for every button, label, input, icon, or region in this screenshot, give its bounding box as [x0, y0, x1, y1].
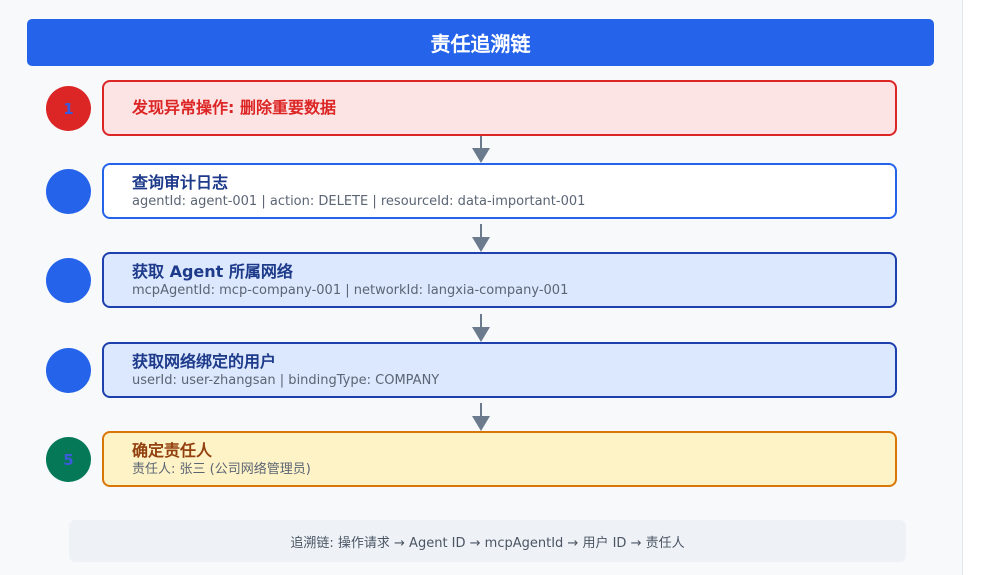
- connector-4-5: [480, 403, 482, 417]
- connector-3-4: [480, 314, 482, 328]
- arrow-1-2: [472, 148, 490, 163]
- step-4-number-circle: [46, 348, 91, 393]
- connector-1-2: [480, 135, 482, 149]
- connector-2-3: [480, 224, 482, 238]
- trace-chain-summary: 追溯链: 操作请求 → Agent ID → mcpAgentId → 用户 I…: [69, 520, 906, 562]
- step-title: 获取网络绑定的用户: [132, 351, 277, 371]
- step-detail: agentId: agent-001 | action: DELETE | re…: [132, 193, 586, 209]
- step-number: 1: [63, 99, 74, 118]
- step-detail: mcpAgentId: mcp-company-001 | networkId:…: [132, 282, 569, 298]
- step-title: 确定责任人: [132, 440, 213, 460]
- step-5-box: 确定责任人 责任人: 张三 (公司网络管理员): [102, 431, 897, 487]
- arrow-4-5: [472, 416, 490, 431]
- arrow-2-3: [472, 237, 490, 252]
- step-2-number-circle: [46, 169, 91, 214]
- step-title: 发现异常操作: 删除重要数据: [132, 98, 336, 117]
- step-1-box: 发现异常操作: 删除重要数据: [102, 80, 897, 136]
- step-4-box: 获取网络绑定的用户 userId: user-zhangsan | bindin…: [102, 342, 897, 398]
- diagram-panel: 责任追溯链 1 发现异常操作: 删除重要数据 查询审计日志 agentId: a…: [27, 0, 963, 575]
- step-5-number-circle: 5: [46, 437, 91, 482]
- step-title: 查询审计日志: [132, 172, 229, 192]
- step-title: 获取 Agent 所属网络: [132, 261, 293, 281]
- step-number: 5: [63, 450, 74, 469]
- step-3-number-circle: [46, 258, 91, 303]
- step-3-box: 获取 Agent 所属网络 mcpAgentId: mcp-company-00…: [102, 252, 897, 308]
- step-2-box: 查询审计日志 agentId: agent-001 | action: DELE…: [102, 163, 897, 219]
- step-detail: userId: user-zhangsan | bindingType: COM…: [132, 372, 440, 388]
- diagram-title: 责任追溯链: [27, 19, 934, 66]
- arrow-3-4: [472, 327, 490, 342]
- step-detail: 责任人: 张三 (公司网络管理员): [132, 461, 311, 477]
- step-1-number-circle: 1: [46, 86, 91, 131]
